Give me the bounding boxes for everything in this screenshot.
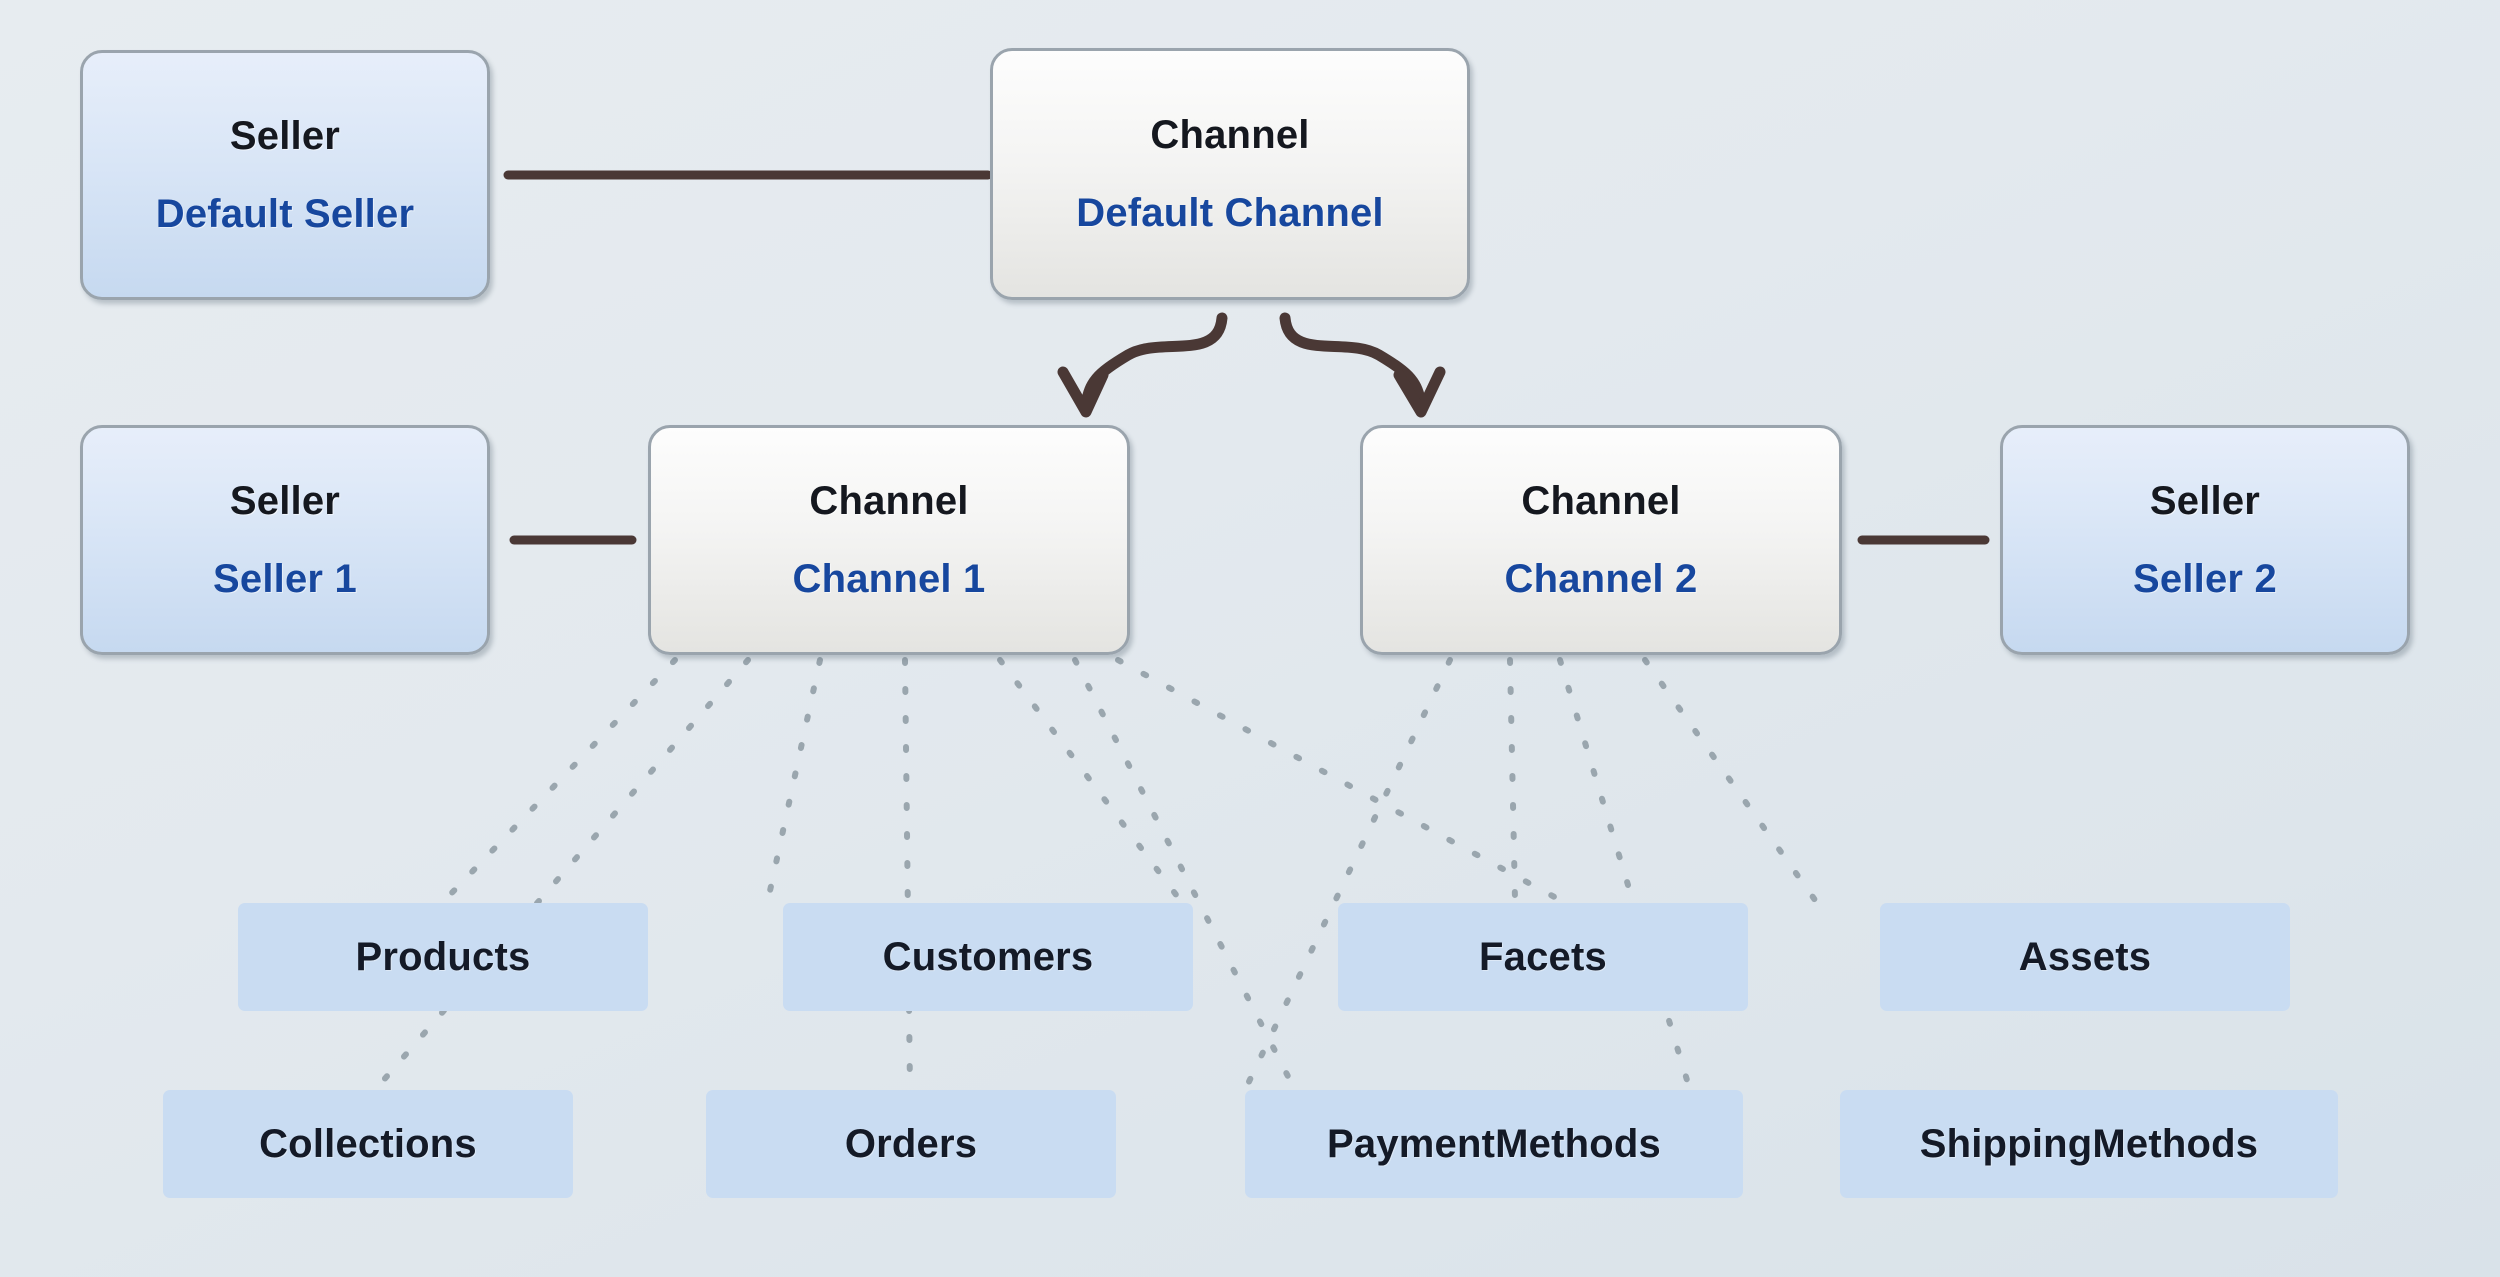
entity-assets[interactable]: Assets xyxy=(1880,903,2290,1011)
arrow-to-channel1 xyxy=(1080,312,1228,410)
card-name-label: Seller 2 xyxy=(2133,557,2277,601)
dotted-ch2-assets xyxy=(1642,657,1818,903)
entity-facets[interactable]: Facets xyxy=(1338,903,1748,1011)
card-type-label: Channel xyxy=(1521,479,1681,523)
arrowhead-channel2 xyxy=(1393,366,1446,418)
arrowhead-channel1 xyxy=(1057,366,1109,418)
dotted-ch1-orders xyxy=(902,657,913,1093)
entity-orders[interactable]: Orders xyxy=(706,1090,1116,1198)
dotted-ch1-paymentmethods xyxy=(1072,657,1298,1093)
arrow-to-channel2 xyxy=(1279,312,1427,410)
entity-shippingmethods[interactable]: ShippingMethods xyxy=(1840,1090,2338,1198)
card-default-seller[interactable]: Seller Default Seller xyxy=(80,50,490,300)
dotted-ch1-facets xyxy=(997,657,1183,903)
entity-paymentmethods[interactable]: PaymentMethods xyxy=(1245,1090,1743,1198)
entity-collections[interactable]: Collections xyxy=(163,1090,573,1198)
dotted-ch1-assets xyxy=(1115,657,1563,903)
dotted-ch2-facets xyxy=(1507,657,1518,903)
card-type-label: Seller xyxy=(229,479,341,523)
card-name-label: Channel 2 xyxy=(1504,557,1698,601)
card-type-label: Channel xyxy=(1150,113,1310,157)
card-seller-2[interactable]: Seller Seller 2 xyxy=(2000,425,2410,655)
card-type-label: Channel xyxy=(809,479,969,523)
card-name-label: Default Seller xyxy=(155,192,415,236)
card-channel-2[interactable]: Channel Channel 2 xyxy=(1360,425,1842,655)
dotted-ch1-products xyxy=(442,657,678,903)
entity-customers[interactable]: Customers xyxy=(783,903,1193,1011)
dotted-ch1-collections xyxy=(372,657,751,1093)
card-seller-1[interactable]: Seller Seller 1 xyxy=(80,425,490,655)
dotted-ch2-shippingmethods xyxy=(1557,657,1693,1093)
dotted-ch2-back-left xyxy=(1242,657,1453,1093)
entity-products[interactable]: Products xyxy=(238,903,648,1011)
card-channel-1[interactable]: Channel Channel 1 xyxy=(648,425,1130,655)
card-name-label: Default Channel xyxy=(1076,191,1384,235)
card-type-label: Seller xyxy=(2149,479,2261,523)
card-default-channel[interactable]: Channel Default Channel xyxy=(990,48,1470,300)
dotted-ch1-customers xyxy=(765,657,823,903)
card-name-label: Seller 1 xyxy=(213,557,357,601)
card-name-label: Channel 1 xyxy=(792,557,986,601)
card-type-label: Seller xyxy=(229,114,341,158)
